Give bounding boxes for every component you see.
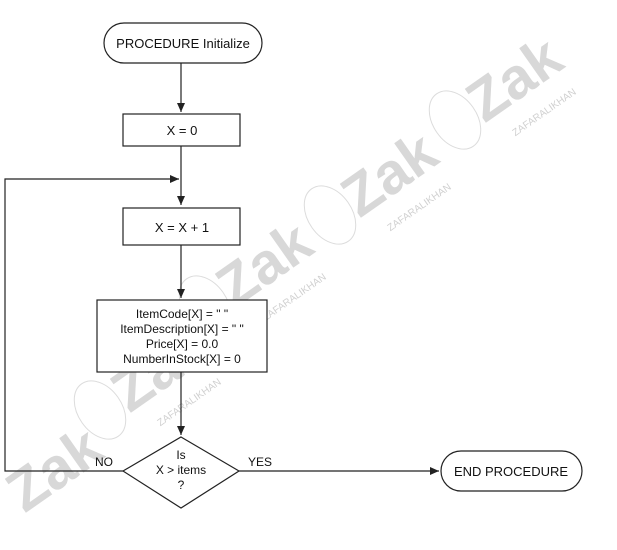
assign-line-4: NumberInStock[X] = 0 [123,352,241,366]
assign-box [96,299,268,373]
decision-diamond [121,436,241,509]
end-terminator: END PROCEDURE [440,450,583,492]
decision-line-3: ? [178,478,185,492]
arrow-no-loop-back [4,175,179,472]
end-shape [440,450,583,492]
decision-line-2: X > items [156,463,206,477]
start-label: PROCEDURE Initialize [116,36,250,51]
decision: Is X > items ? [121,436,241,509]
connectors [4,63,439,475]
watermark-2: Zak ZAFARALIKHAN [303,118,453,245]
yes-branch-label: YES [248,455,272,469]
watermark-text: Zak [330,118,450,229]
end-label: END PROCEDURE [454,464,568,479]
assign-process: ItemCode[X] = " " ItemDescription[X] = "… [96,299,268,373]
assign-line-1: ItemCode[X] = " " [136,307,228,321]
init-process: X = 0 [122,113,241,147]
increment-box [122,207,241,246]
watermark-1: Zak ZAFARALIKHAN [428,23,578,150]
assign-line-3: Price[X] = 0.0 [146,337,219,351]
decision-line-1: Is [176,448,185,462]
watermark-group: Zak ZAFARALIKHAN Zak ZAFARALIKHAN Zak ZA… [0,23,578,524]
assign-line-2: ItemDescription[X] = " " [120,322,244,336]
init-label: X = 0 [167,123,198,138]
watermark-text: Zak [455,23,575,134]
start-terminator: PROCEDURE Initialize [103,22,263,64]
init-box [122,113,241,147]
increment-process: X = X + 1 [122,207,241,246]
no-branch-label: NO [95,455,113,469]
increment-label: X = X + 1 [155,220,209,235]
start-shape [103,22,263,64]
